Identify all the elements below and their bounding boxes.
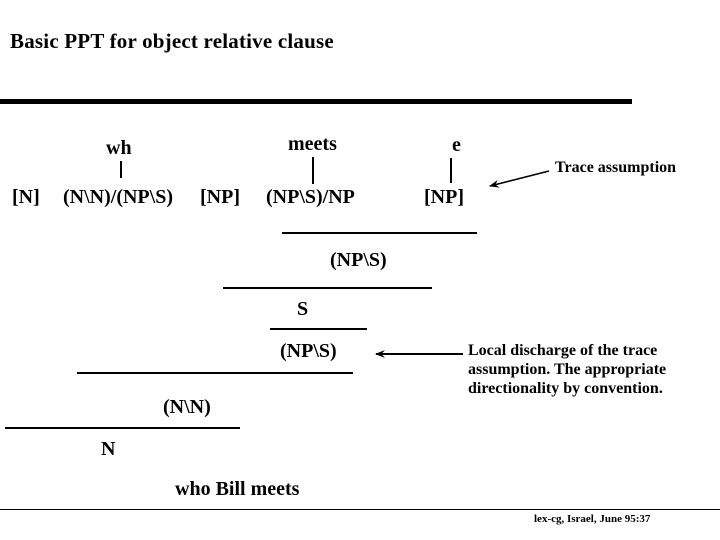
title-underline: [0, 99, 632, 104]
word-meets: meets: [288, 133, 337, 155]
derivation-line-5: [5, 427, 240, 429]
category-verb: (NP\S)/NP: [266, 186, 355, 208]
word-e: e: [452, 134, 461, 156]
word-stem-e: [450, 158, 452, 183]
conclusion-s: S: [297, 298, 309, 320]
conclusion-nn: (N\N): [163, 396, 211, 418]
derivation-line-3: [270, 328, 367, 330]
derivation-line-4: [77, 372, 353, 374]
trace-arrow-icon: [489, 170, 550, 188]
derivation-line-1: [282, 232, 477, 234]
conclusion-n: N: [101, 438, 116, 460]
footer-rule: [0, 509, 720, 510]
trace-assumption-label: Trace assumption: [555, 159, 677, 176]
category-np-hyp-2: [NP]: [424, 186, 464, 208]
conclusion-nps-upper: (NP\S): [330, 249, 387, 271]
discharge-note: Local discharge of the trace assumption.…: [468, 342, 667, 397]
word-wh: wh: [106, 137, 132, 159]
footer-credit: lex-cg, Israel, June 95:37: [534, 513, 651, 525]
word-stem-wh: [120, 161, 122, 178]
conclusion-nps-lower: (NP\S): [280, 340, 337, 362]
result-sentence: who Bill meets: [175, 478, 300, 500]
derivation-line-2: [223, 287, 432, 289]
category-relativizer: (N\N)/(NP\S): [63, 186, 173, 208]
category-n-hyp: [N]: [12, 186, 40, 208]
word-stem-meets: [312, 157, 314, 184]
slide-title: Basic PPT for object relative clause: [10, 29, 334, 53]
category-np-hyp-1: [NP]: [200, 186, 240, 208]
